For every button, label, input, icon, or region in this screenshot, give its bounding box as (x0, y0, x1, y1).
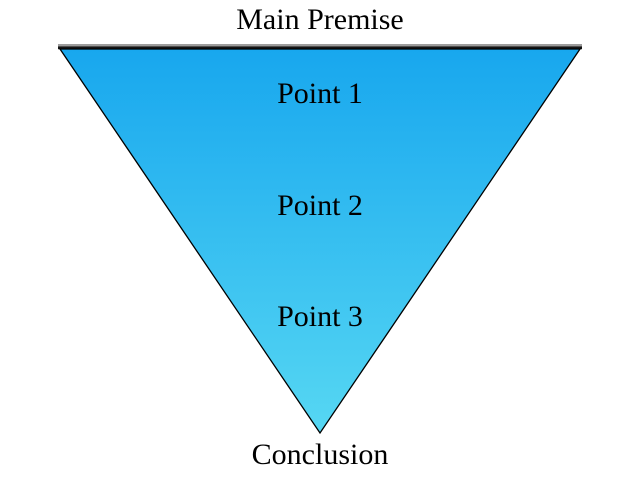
triangle-body (58, 48, 582, 435)
